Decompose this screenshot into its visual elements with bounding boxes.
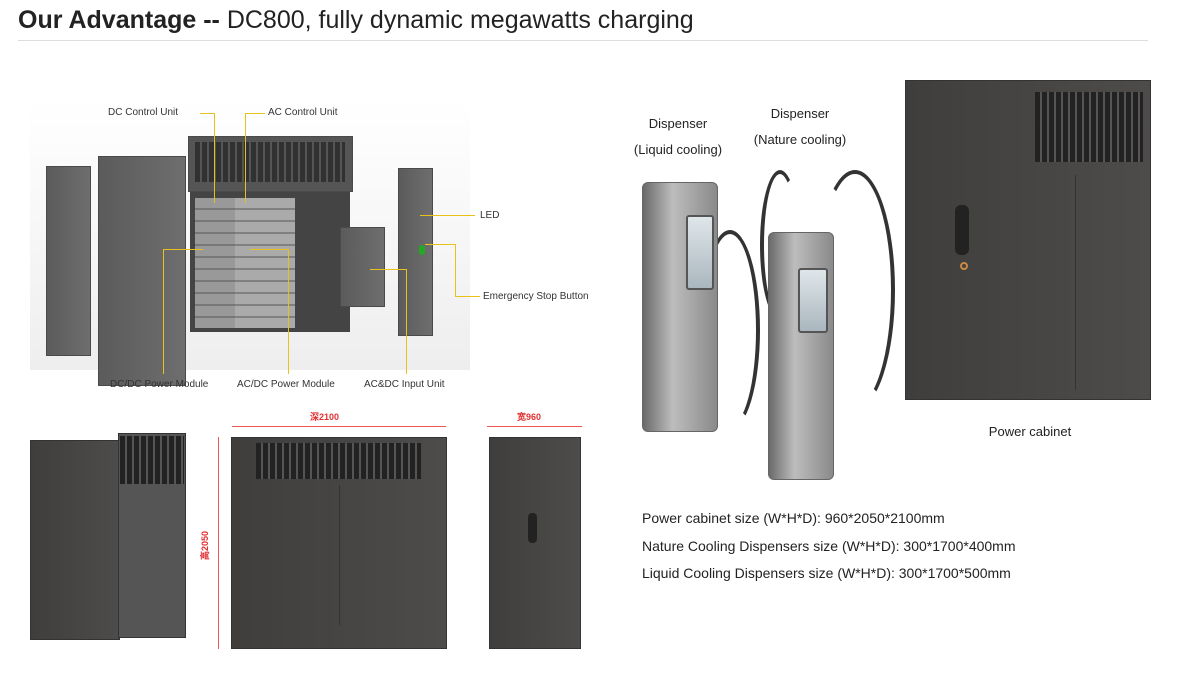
nature-dispenser-title: Dispenser [770, 106, 830, 121]
label-input-unit: AC&DC Input Unit [364, 379, 445, 390]
exploded-cabinet-view [30, 100, 470, 386]
label-led: LED [480, 210, 500, 221]
liquid-dispenser-title: Dispenser [648, 116, 708, 131]
label-ac-control-unit: AC Control Unit [268, 107, 338, 118]
cabinet-front-view [489, 437, 581, 649]
spec-liquid-dispenser: Liquid Cooling Dispensers size (W*H*D): … [642, 565, 1011, 581]
width-dimension: 宽960 [517, 412, 542, 422]
label-acdc-module: AC/DC Power Module [237, 379, 335, 390]
height-dimension: 高2050 [200, 530, 210, 560]
slide-title: Our Advantage -- DC800, fully dynamic me… [18, 6, 694, 34]
depth-dimension: 深2100 [310, 412, 340, 422]
title-divider [18, 40, 1148, 41]
label-dc-control-unit: DC Control Unit [108, 107, 179, 118]
led-indicator [419, 245, 425, 255]
nature-dispenser-subtitle: (Nature cooling) [753, 132, 847, 147]
cabinet-iso-view [30, 440, 120, 640]
label-dcdc-module: DC/DC Power Module [110, 379, 209, 390]
label-emergency-stop: Emergency Stop Button [483, 291, 589, 302]
power-cabinet-caption: Power cabinet [988, 424, 1072, 439]
spec-power-cabinet: Power cabinet size (W*H*D): 960*2050*210… [642, 510, 945, 526]
spec-nature-dispenser: Nature Cooling Dispensers size (W*H*D): … [642, 538, 1016, 554]
liquid-dispenser-subtitle: (Liquid cooling) [633, 142, 723, 157]
